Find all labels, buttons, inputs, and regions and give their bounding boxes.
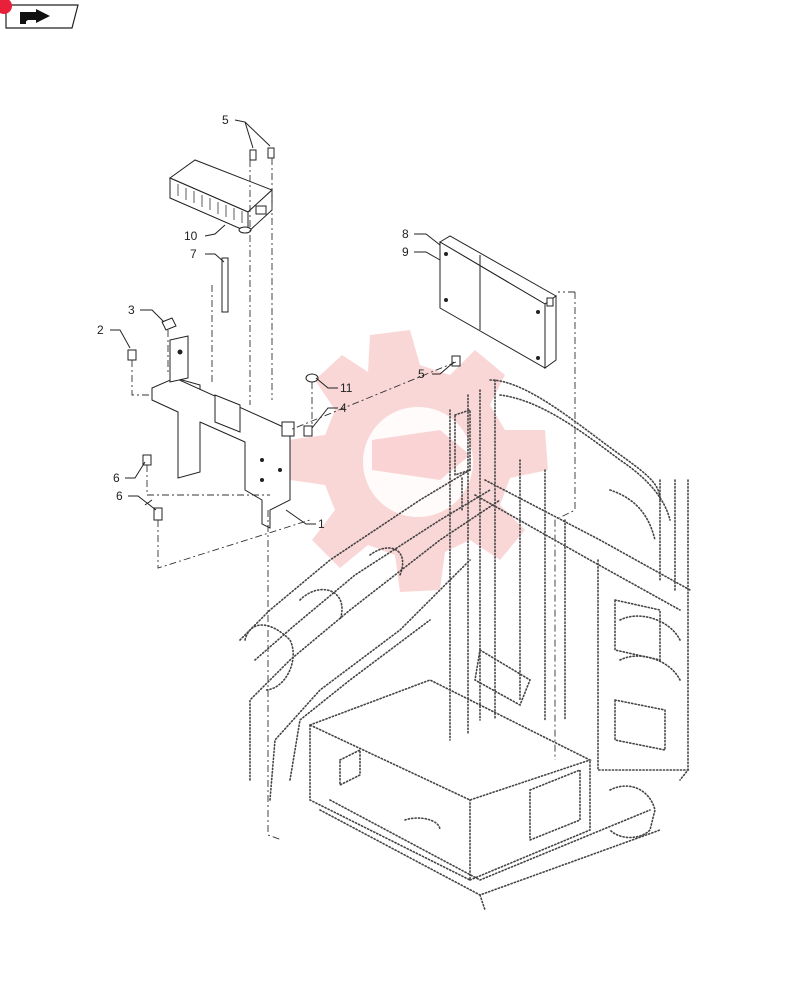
callout-4: 4 xyxy=(340,401,347,415)
rod-part-7 xyxy=(221,257,229,313)
bolt-part-2 xyxy=(127,349,137,361)
callout-3: 3 xyxy=(128,303,135,317)
assembly-reference-lines xyxy=(131,158,576,841)
return-arrow-icon xyxy=(20,9,50,24)
back-button[interactable] xyxy=(5,4,79,29)
callout-8: 8 xyxy=(402,227,409,241)
mounting-bracket-part-1 xyxy=(151,335,295,529)
fuse-box-part-10 xyxy=(168,159,273,234)
callout-labels: 5 10 7 3 2 8 9 5 11 4 6 6 1 xyxy=(97,113,425,531)
clip-part-3 xyxy=(161,317,177,331)
callout-5: 5 xyxy=(222,113,229,127)
callout-9: 9 xyxy=(402,245,409,259)
callout-5b: 5 xyxy=(418,367,425,381)
control-module-part-8 xyxy=(439,235,557,369)
red-badge-icon xyxy=(0,0,12,14)
bolt-part-5-mid xyxy=(451,355,461,367)
machine-frame xyxy=(239,379,691,911)
callout-6b: 6 xyxy=(116,489,123,503)
leader-lines xyxy=(110,119,455,525)
callout-6: 6 xyxy=(113,471,120,485)
callout-1: 1 xyxy=(318,517,325,531)
callout-2: 2 xyxy=(97,323,104,337)
bolt-part-5-top xyxy=(249,147,275,161)
callout-10: 10 xyxy=(184,229,198,243)
bolt-part-6-b xyxy=(153,507,163,521)
callout-11: 11 xyxy=(340,381,353,395)
callout-7: 7 xyxy=(190,247,197,261)
screw-part-4 xyxy=(303,425,313,437)
watermark-logo xyxy=(288,330,548,592)
